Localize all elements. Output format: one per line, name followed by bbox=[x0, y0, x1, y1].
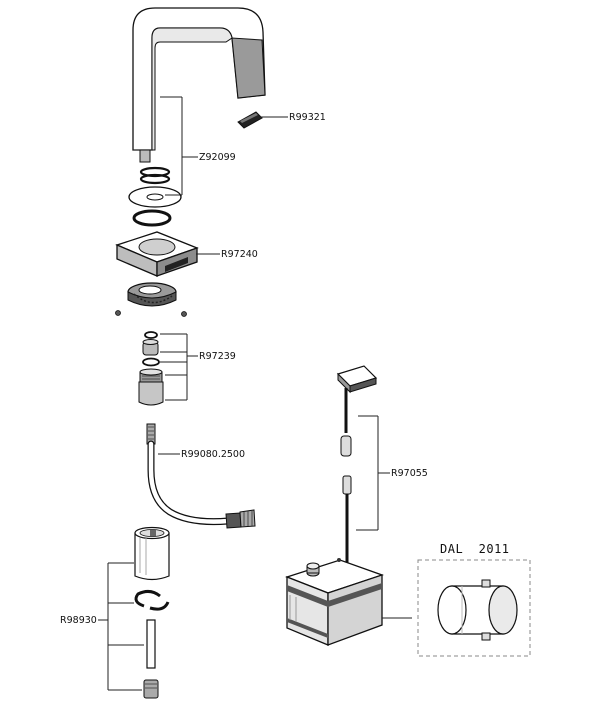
gasket-disc bbox=[128, 186, 182, 208]
spout bbox=[132, 7, 266, 163]
label-base-plate: R97240 bbox=[221, 249, 258, 260]
base-plate bbox=[115, 231, 199, 277]
label-mounting-kit: R98930 bbox=[60, 615, 97, 626]
label-valve-body: R97239 bbox=[199, 351, 236, 362]
sensor-cable-part bbox=[336, 365, 378, 563]
o-ring bbox=[132, 209, 172, 227]
hose-part bbox=[146, 423, 256, 529]
label-inset-code: DAL 2011 bbox=[440, 542, 510, 556]
control-box bbox=[285, 558, 384, 646]
label-spout-aerator: R99321 bbox=[289, 112, 326, 123]
valve-body-parts bbox=[138, 331, 164, 406]
label-hose: R99080.2500 bbox=[181, 449, 245, 460]
aerator-part bbox=[237, 111, 263, 129]
flange-nut bbox=[115, 282, 187, 317]
label-sensor-cable: R97055 bbox=[391, 468, 428, 479]
mounting-kit-parts bbox=[134, 526, 170, 699]
inset-box bbox=[417, 559, 531, 657]
spring-part bbox=[139, 166, 171, 185]
leader-lines bbox=[98, 96, 412, 691]
label-spout: Z92099 bbox=[199, 152, 236, 163]
